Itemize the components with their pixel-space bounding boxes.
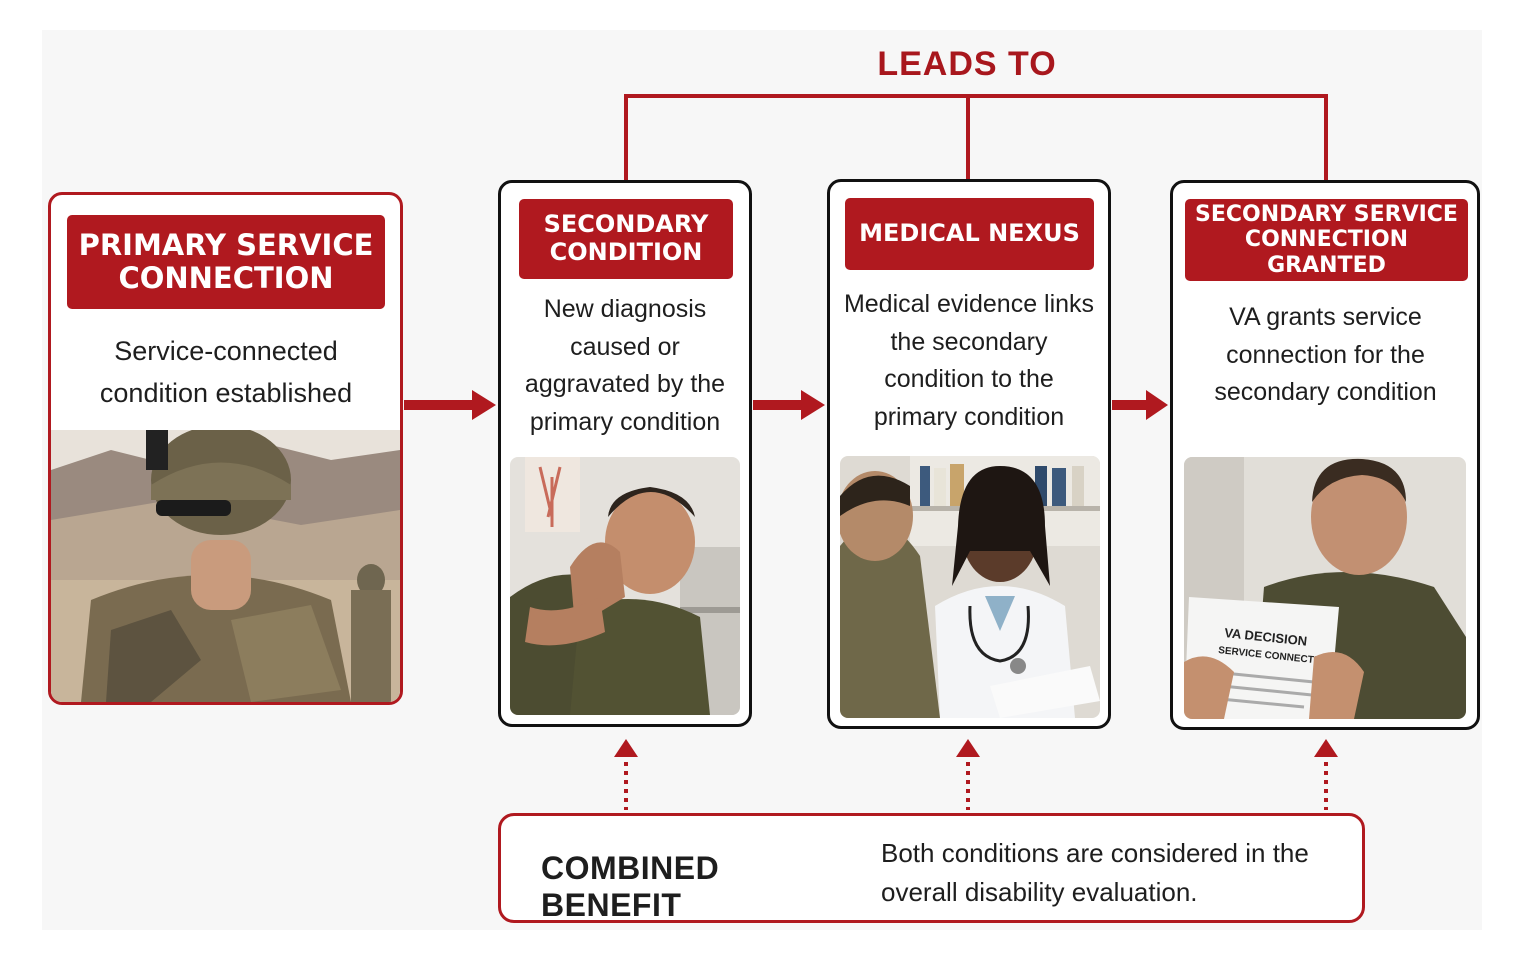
flow-arrow-2 [753, 390, 825, 420]
secondary-service-connection-granted-card: SECONDARY SERVICE CONNECTION GRANTED VA … [1170, 180, 1480, 730]
neck-pain-photo-icon [510, 457, 740, 715]
leads-to-bracket [624, 94, 1328, 181]
card-title: SECONDARY CONDITION [519, 199, 733, 279]
benefit-arrow-3 [1314, 739, 1338, 810]
benefit-arrow-1 [614, 739, 638, 810]
benefit-arrow-2 [956, 739, 980, 810]
soldier-photo-icon [51, 430, 400, 702]
medical-nexus-card: MEDICAL NEXUS Medical evidence links the… [827, 179, 1111, 729]
combined-benefit-label: COMBINED BENEFIT [541, 850, 720, 923]
flow-arrow-3 [1112, 390, 1168, 420]
doctor-consultation-photo-icon [840, 456, 1100, 718]
combined-benefit-text: Both conditions are considered in the ov… [881, 838, 1309, 907]
secondary-condition-card: SECONDARY CONDITION New diagnosis caused… [498, 180, 752, 727]
card-title: SECONDARY SERVICE CONNECTION GRANTED [1185, 199, 1468, 281]
card-title: MEDICAL NEXUS [845, 198, 1094, 270]
va-decision-letter-photo-icon: VA DECISION SERVICE CONNECTED [1184, 457, 1466, 719]
card-description: VA grants service connection for the sec… [1214, 303, 1437, 406]
card-description: Service-connected condition established [99, 336, 353, 408]
combined-benefit-box: COMBINED BENEFIT Both conditions are con… [498, 813, 1365, 923]
primary-service-connection-card: PRIMARY SERVICE CONNECTION Service-conne… [48, 192, 403, 705]
card-title: PRIMARY SERVICE CONNECTION [67, 215, 385, 309]
card-description: New diagnosis caused or aggravated by th… [524, 295, 726, 436]
flow-arrow-1 [404, 390, 496, 420]
card-description: Medical evidence links the secondary con… [843, 290, 1095, 431]
leads-to-label: LEADS TO [877, 45, 1057, 83]
